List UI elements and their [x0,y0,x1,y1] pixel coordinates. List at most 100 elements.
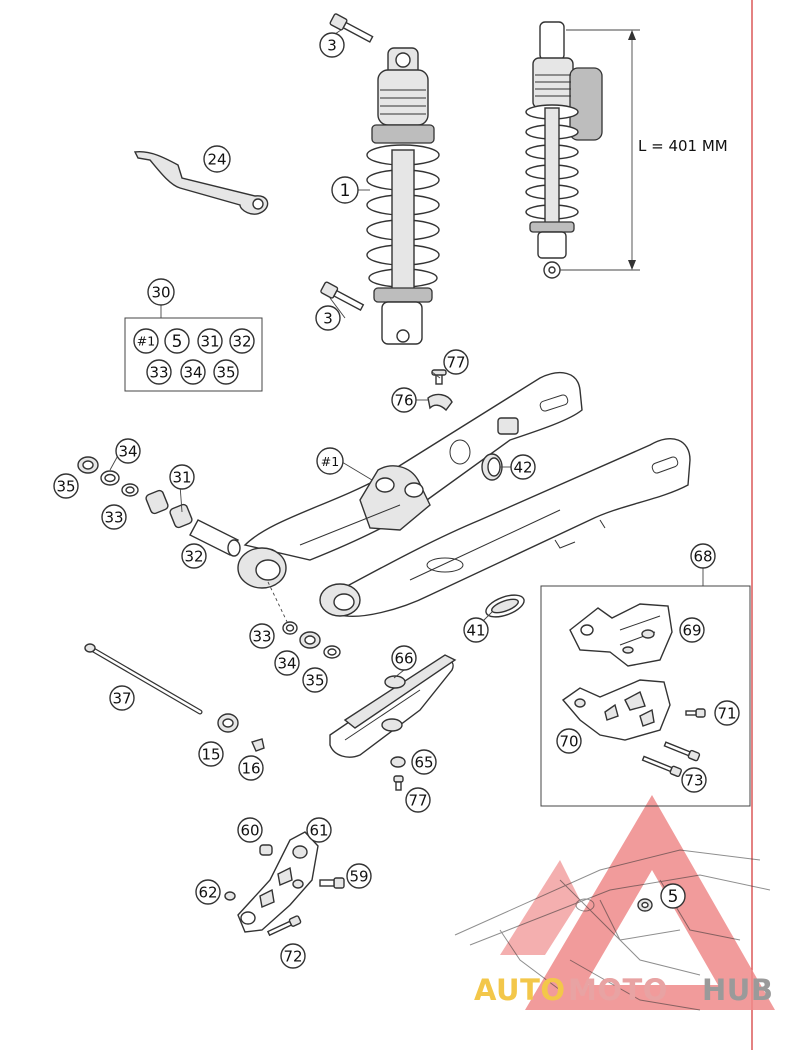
callout-72: 72 [280,943,306,969]
callout-65: 65 [411,749,437,775]
swingarm [237,371,691,617]
clip-76 [427,369,453,412]
svg-text:41: 41 [466,622,485,640]
callout-77a: 77 [443,349,469,375]
callout-61: 61 [306,817,332,843]
callouts: 3 3 1 24 30 #1 5 31 32 33 34 35 77 76 #1… [53,27,740,969]
svg-text:77: 77 [408,792,427,810]
kit-box [124,305,263,392]
svg-text:35: 35 [216,364,235,382]
svg-text:70: 70 [559,733,578,751]
svg-text:3: 3 [323,310,333,328]
callout-5: 5 [660,883,686,909]
svg-text:33: 33 [149,364,168,382]
svg-text:66: 66 [394,650,413,668]
svg-text:34: 34 [277,655,296,673]
callout-1b: #1 [316,447,344,475]
svg-text:73: 73 [684,772,703,790]
svg-text:34: 34 [183,364,202,382]
kit-label-3: 31 [197,328,223,354]
callout-35b: 35 [302,667,328,693]
svg-text:AUTO: AUTO [474,973,566,1007]
svg-text:37: 37 [112,690,131,708]
kit-label-1: #1 [133,328,159,354]
svg-text:MOTO: MOTO [568,973,668,1007]
svg-text:35: 35 [305,672,324,690]
callout-71: 71 [714,700,740,726]
svg-text:5: 5 [668,887,679,907]
callout-32: 32 [181,543,207,569]
svg-text:71: 71 [717,705,736,723]
dimension-label: L = 401 MM [638,137,728,155]
svg-text:77: 77 [446,354,465,372]
svg-text:42: 42 [513,459,532,477]
kit-label-6: 34 [180,359,206,385]
callout-73: 73 [681,767,707,793]
chain-guide-box [540,568,751,807]
callout-24: 24 [203,145,231,173]
callout-68: 68 [690,543,716,569]
kit-label-4: 32 [229,328,255,354]
screw-77b [393,775,404,791]
shock-length-detail [525,21,640,279]
svg-text:35: 35 [56,478,75,496]
plug-41 [485,594,525,618]
svg-text:15: 15 [201,746,220,764]
watermark-text: AUTO MOTO HUB [474,973,773,1007]
callout-62: 62 [195,879,221,905]
svg-text:76: 76 [394,392,413,410]
svg-text:72: 72 [283,948,302,966]
pivot-bearings-right [267,581,341,659]
kit-label-2: 5 [164,328,190,354]
callout-34a: 34 [115,438,141,464]
svg-text:60: 60 [240,822,259,840]
part-5-detail [637,898,653,912]
callout-30: 30 [147,278,175,306]
svg-text:68: 68 [693,548,712,566]
svg-text:3: 3 [327,37,337,55]
svg-text:#1: #1 [321,454,339,469]
callout-16: 16 [238,755,264,781]
svg-text:32: 32 [232,333,251,351]
callout-76: 76 [391,387,417,413]
callout-35a: 35 [53,473,79,499]
svg-text:32: 32 [184,548,203,566]
bolt-bottom [320,281,365,312]
svg-text:30: 30 [151,284,170,302]
callout-37: 37 [109,685,135,711]
callout-60: 60 [237,817,263,843]
watermark-logo [500,795,775,1010]
washer-65 [390,756,406,768]
svg-text:HUB: HUB [702,973,773,1007]
callout-42: 42 [510,454,536,480]
svg-text:24: 24 [207,151,226,169]
chain-guide-bracket [224,831,345,937]
kit-label-5: 33 [146,359,172,385]
callout-34b: 34 [274,650,300,676]
callout-41: 41 [463,617,489,643]
callout-33b: 33 [249,623,275,649]
callout-15: 15 [198,741,224,767]
svg-text:#1: #1 [137,334,155,349]
pivot-bearings-left [77,456,241,557]
svg-text:59: 59 [349,868,368,886]
bolt-top [329,13,374,43]
svg-text:33: 33 [104,509,123,527]
svg-text:33: 33 [252,628,271,646]
svg-text:62: 62 [198,884,217,902]
svg-text:65: 65 [414,754,433,772]
svg-text:61: 61 [309,822,328,840]
pivot-axle [84,643,265,752]
svg-text:31: 31 [200,333,219,351]
svg-text:69: 69 [682,622,701,640]
kit-label-7: 35 [213,359,239,385]
svg-text:1: 1 [340,181,351,201]
svg-text:31: 31 [172,469,191,487]
callout-3b: 3 [315,305,341,331]
callout-69: 69 [679,617,705,643]
chain-slider [329,654,457,758]
callout-66: 66 [391,645,417,671]
svg-text:34: 34 [118,443,137,461]
callout-77b: 77 [405,787,431,813]
